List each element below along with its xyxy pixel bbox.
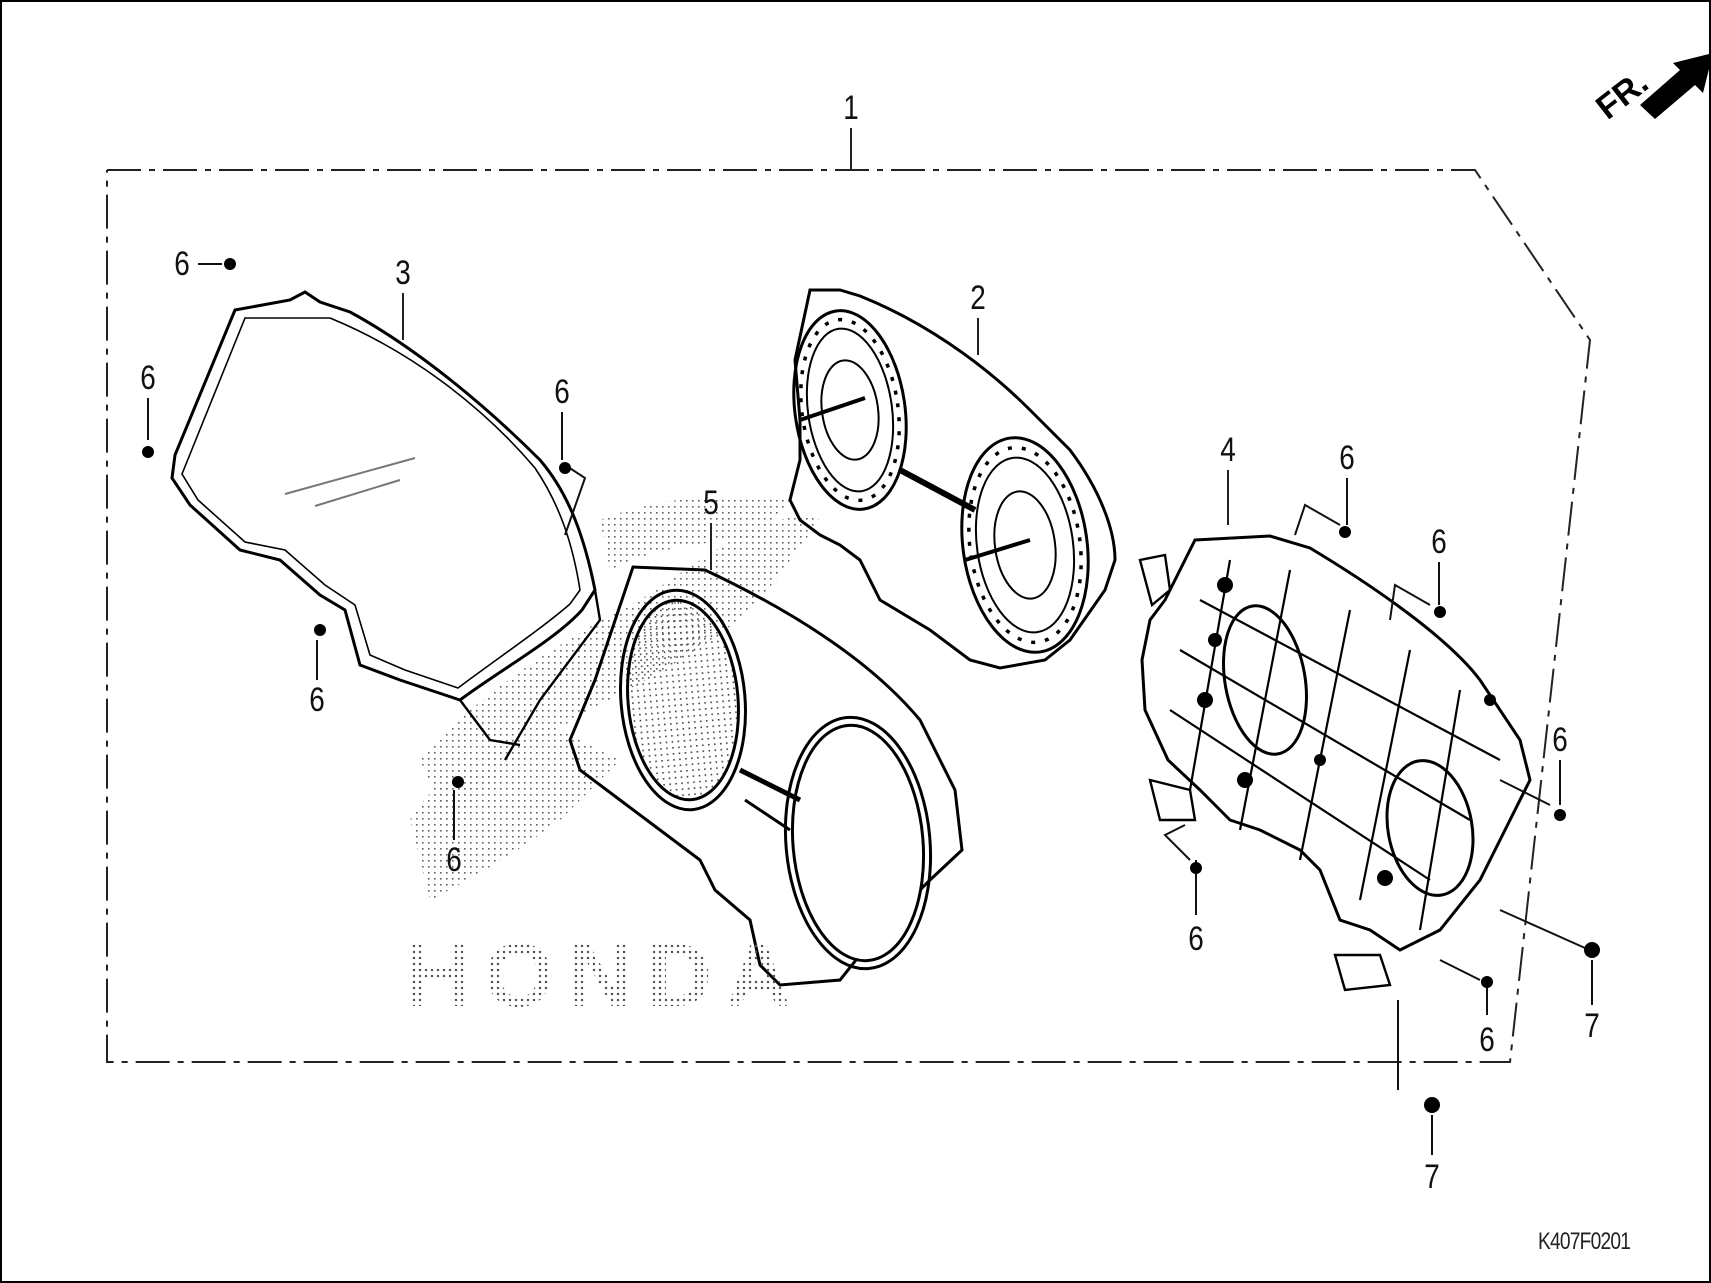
part-label-7: 7 bbox=[1584, 1007, 1600, 1045]
part-label-4: 4 bbox=[1220, 431, 1236, 469]
part-label-3: 3 bbox=[395, 254, 411, 292]
meter-visor-panel bbox=[568, 565, 964, 987]
honda-watermark-text: HONDA bbox=[405, 926, 805, 1026]
part-label-6: 6 bbox=[446, 841, 462, 879]
diagram-code: K407F0201 bbox=[1538, 1228, 1631, 1255]
honda-wing-watermark bbox=[410, 496, 820, 900]
part-label-6: 6 bbox=[1431, 523, 1447, 561]
part-label-6: 6 bbox=[1188, 920, 1204, 958]
screw-heads bbox=[142, 258, 1600, 1113]
meter-lens-cover bbox=[170, 290, 602, 761]
part-label-6: 6 bbox=[554, 373, 570, 411]
front-orientation-marker: FR. bbox=[1585, 35, 1711, 145]
part-label-6: 6 bbox=[140, 359, 156, 397]
part-label-2: 2 bbox=[970, 279, 986, 317]
fastener-leaders bbox=[147, 263, 1593, 1155]
part-label-1: 1 bbox=[843, 89, 859, 127]
meter-gauge-unit bbox=[788, 288, 1117, 670]
part-label-6: 6 bbox=[1552, 721, 1568, 759]
part-label-7: 7 bbox=[1424, 1158, 1440, 1196]
part-label-6: 6 bbox=[309, 681, 325, 719]
part-label-6: 6 bbox=[1339, 439, 1355, 477]
part-label-5: 5 bbox=[703, 484, 719, 522]
meter-lower-case bbox=[1138, 534, 1532, 992]
front-direction-arrow-icon bbox=[1640, 53, 1711, 119]
part-label-6: 6 bbox=[1479, 1021, 1495, 1059]
assembly-outline-ref-1 bbox=[106, 169, 1592, 1063]
part-label-6: 6 bbox=[174, 245, 190, 283]
